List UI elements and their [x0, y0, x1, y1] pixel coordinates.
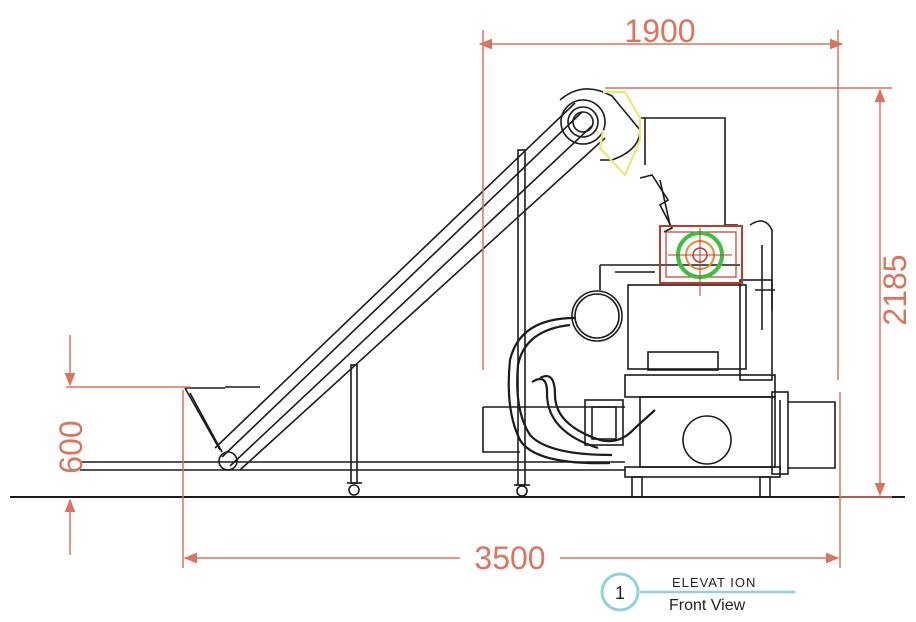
dimension-lines: [64, 30, 892, 568]
dimension-top-width: 1900: [624, 13, 695, 49]
view-title-tag: 1 ELEVAT ION Front View: [600, 572, 795, 614]
view-subtitle: Front View: [669, 597, 746, 614]
machine-body: [599, 264, 781, 498]
motor: [571, 290, 623, 342]
dimension-left-height: 600: [53, 420, 89, 473]
upper-frame: [639, 117, 738, 233]
right-side-panels: [749, 220, 836, 475]
view-number: 1: [615, 583, 625, 603]
conveyor-support-tall: [514, 149, 530, 497]
hydraulic-hoses: [507, 316, 656, 465]
dimension-bottom-width: 3500: [474, 540, 545, 576]
conveyor-support-short: [347, 364, 362, 496]
dimension-right-height: 2185: [877, 254, 913, 325]
feed-hopper: [184, 387, 225, 453]
inclined-conveyor: [214, 88, 641, 471]
view-title: ELEVAT ION: [672, 575, 756, 590]
lower-housing: [482, 399, 625, 453]
view-number-circle: [600, 572, 640, 612]
machine-outline: [10, 88, 905, 498]
gear-assembly: [659, 225, 743, 296]
lower-pulley: [682, 415, 732, 465]
yellow-guard: [598, 90, 642, 177]
